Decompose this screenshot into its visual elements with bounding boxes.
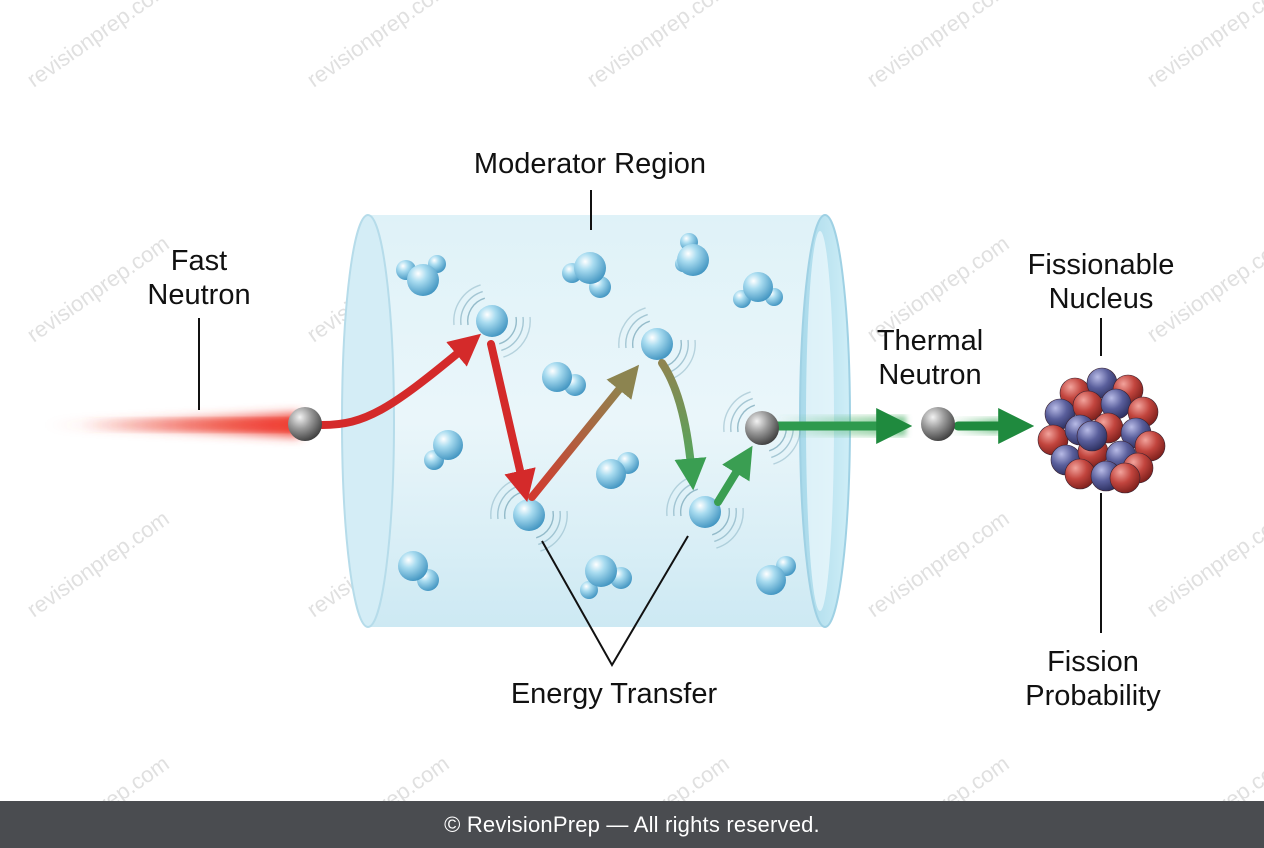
neutron-ball-icon bbox=[921, 407, 955, 441]
thermal-neutron-label-line2: Neutron bbox=[878, 359, 981, 391]
water-molecule-icon bbox=[424, 430, 463, 470]
neutron-balls bbox=[288, 407, 955, 445]
path-arrow-3 bbox=[528, 364, 640, 501]
collision-nucleus bbox=[453, 284, 531, 358]
fissionable-nucleus-label-line1: Fissionable bbox=[1028, 249, 1175, 281]
watermark-text: revisionprep.com bbox=[582, 0, 734, 92]
fast-neutron-label-line2: Neutron bbox=[147, 279, 250, 311]
water-molecule-icon bbox=[675, 233, 709, 276]
neutron-path-arrows bbox=[318, 333, 1035, 506]
path-arrow-1 bbox=[318, 333, 482, 429]
path-arrow-4 bbox=[658, 359, 707, 491]
path-arrow-2 bbox=[487, 340, 536, 503]
neutron-ball-icon bbox=[745, 411, 779, 445]
moderator-region-label: Moderator Region bbox=[474, 148, 706, 180]
water-molecule-icon bbox=[580, 555, 632, 599]
fission-probability-label-line1: Fission bbox=[1047, 646, 1139, 678]
path-arrow-5 bbox=[714, 445, 753, 506]
water-molecule-icon bbox=[596, 452, 639, 489]
copyright-text: © RevisionPrep — All rights reserved. bbox=[444, 811, 820, 837]
fast-neutron-trail bbox=[38, 413, 300, 437]
watermark-text: revisionprep.com bbox=[1142, 506, 1264, 623]
fission-probability-label-line2: Probability bbox=[1025, 680, 1161, 712]
neutron-ball-icon bbox=[288, 407, 322, 441]
water-molecule-icon bbox=[733, 272, 783, 308]
watermark-text: revisionprep.com bbox=[22, 0, 174, 92]
thermal-neutron-label-line1: Thermal bbox=[877, 325, 983, 357]
watermark-text: revisionprep.com bbox=[302, 0, 454, 92]
energy-transfer-label: Energy Transfer bbox=[511, 678, 718, 710]
water-molecule-icon bbox=[396, 255, 446, 296]
fissionable-nucleus-label-line2: Nucleus bbox=[1049, 283, 1154, 315]
watermark-text: revisionprep.com bbox=[1142, 0, 1264, 92]
nucleus-cluster-icon bbox=[1037, 367, 1166, 494]
water-molecule-icon bbox=[398, 551, 439, 591]
water-molecule-icon bbox=[756, 556, 796, 595]
collision-nucleus bbox=[723, 391, 801, 465]
watermark-text: revisionprep.com bbox=[862, 0, 1014, 92]
fast-neutron-label-line1: Fast bbox=[171, 245, 227, 277]
collision-nucleus bbox=[666, 475, 744, 549]
water-molecules bbox=[396, 233, 796, 599]
leader-lines bbox=[198, 190, 1102, 668]
water-molecule-icon bbox=[562, 252, 611, 298]
watermark-text: revisionprep.com bbox=[862, 506, 1014, 623]
collision-nuclei bbox=[453, 284, 801, 552]
water-molecule-icon bbox=[542, 362, 586, 396]
watermark-text: revisionprep.com bbox=[22, 506, 174, 623]
copyright-footer: © RevisionPrep — All rights reserved. bbox=[0, 801, 1264, 848]
